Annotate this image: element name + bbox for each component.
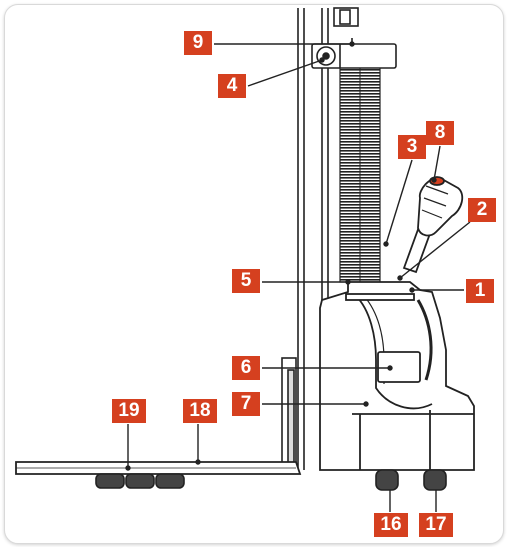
callout-16: 16 <box>374 513 408 537</box>
tiller-arm <box>402 176 464 274</box>
leader-lines <box>125 41 471 512</box>
callout-5: 5 <box>232 269 260 293</box>
callout-2: 2 <box>468 198 496 222</box>
callout-17: 17 <box>419 513 453 537</box>
callout-4: 4 <box>218 74 246 98</box>
callout-7: 7 <box>232 392 260 416</box>
callout-19: 19 <box>112 399 146 423</box>
cable <box>416 299 433 381</box>
chassis <box>319 281 475 471</box>
load-wheels <box>95 473 185 489</box>
callout-3: 3 <box>398 135 426 159</box>
callout-8: 8 <box>426 121 454 145</box>
fork-carriage <box>281 357 297 471</box>
mast <box>297 7 359 470</box>
callout-9: 9 <box>184 31 212 55</box>
callout-1: 1 <box>466 279 494 303</box>
drive-wheels <box>375 469 447 491</box>
forks <box>15 461 302 475</box>
callout-18: 18 <box>183 399 217 423</box>
top-roller <box>311 38 397 69</box>
callout-6: 6 <box>232 356 260 380</box>
